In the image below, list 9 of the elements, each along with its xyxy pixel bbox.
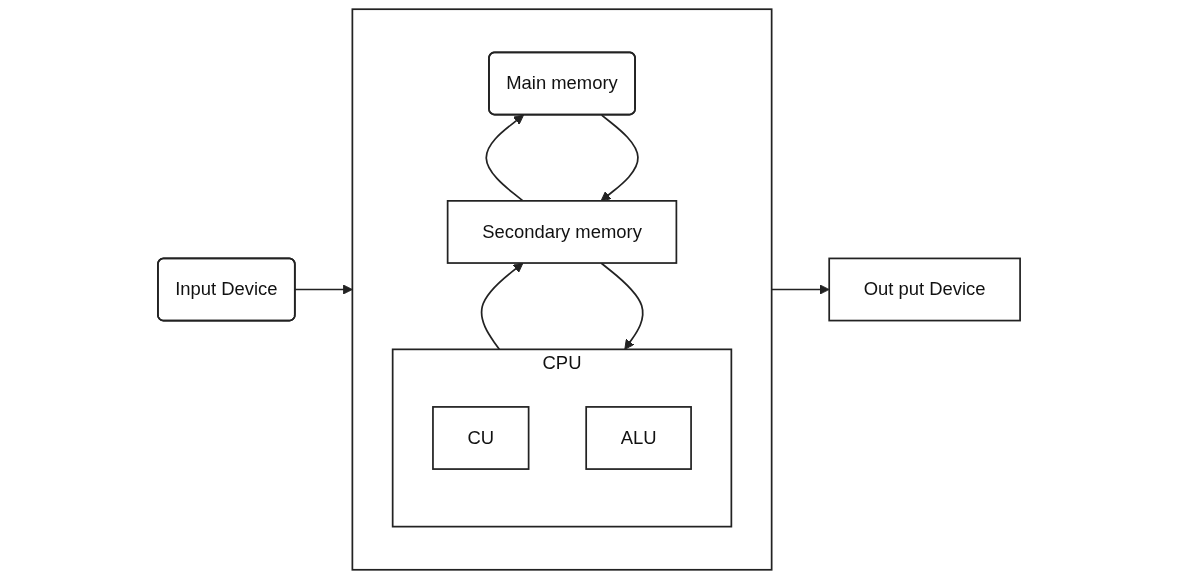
node-box: Out put Device: [828, 257, 1021, 322]
cluster: [351, 8, 773, 571]
node-box: CU: [432, 406, 530, 470]
node-box: Secondary memory: [446, 200, 678, 264]
node-box: ALU: [585, 406, 692, 470]
arrow: [600, 114, 639, 202]
arrow: [485, 114, 524, 202]
arrow: [480, 262, 524, 351]
arrow: [600, 262, 644, 350]
